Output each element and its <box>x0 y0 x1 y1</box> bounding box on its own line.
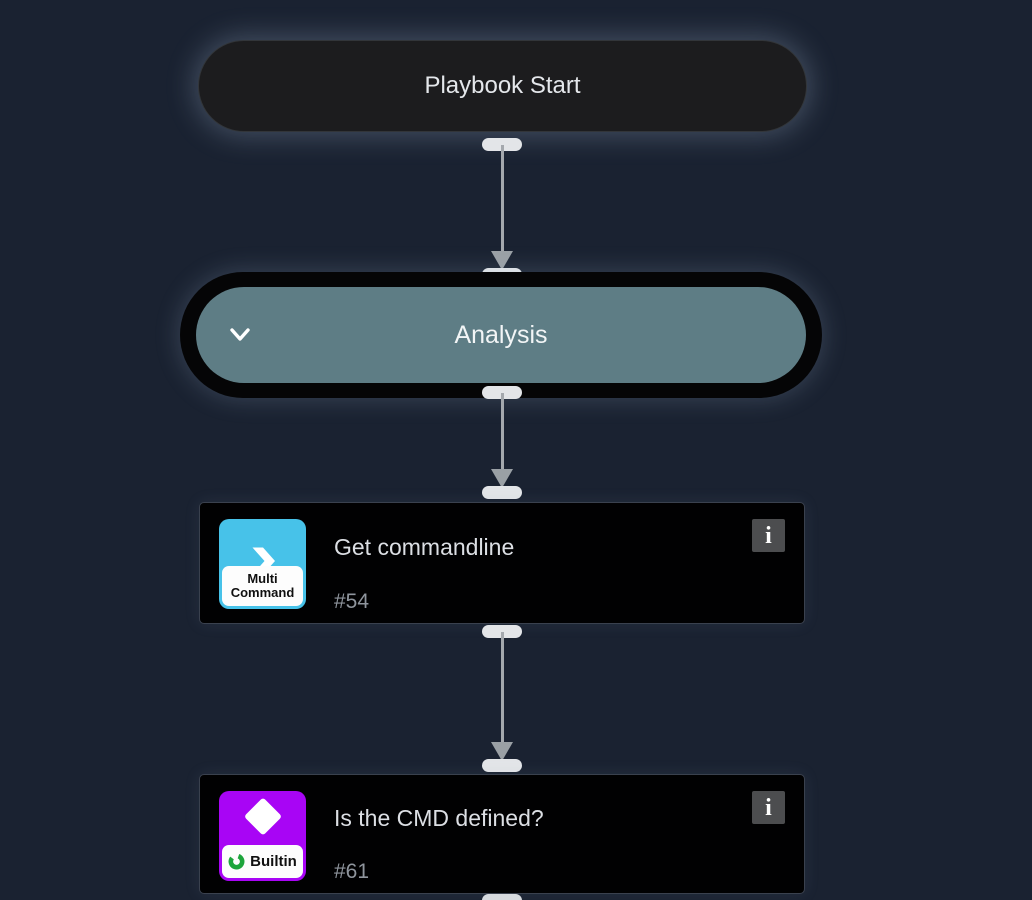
task-card-is-cmd-defined[interactable]: Builtin Is the CMD defined? #61 i <box>199 774 805 894</box>
builtin-icon: Builtin <box>219 791 306 881</box>
output-port[interactable] <box>482 894 522 900</box>
info-icon: i <box>765 522 772 549</box>
task-id: #61 <box>334 860 370 883</box>
connector-line <box>500 632 504 746</box>
builtin-logo-icon <box>228 853 245 870</box>
output-port[interactable] <box>482 386 522 399</box>
output-port[interactable] <box>482 138 522 151</box>
playbook-start-node[interactable]: Playbook Start <box>198 40 807 132</box>
task-info-button[interactable]: i <box>752 791 785 824</box>
icon-brand-badge: Multi Command <box>222 566 303 606</box>
badge-line: Builtin <box>250 853 297 870</box>
section-label: Analysis <box>454 320 548 349</box>
icon-brand-badge: Builtin <box>222 845 303 878</box>
input-port[interactable] <box>482 759 522 772</box>
connector-task-to-task <box>480 625 524 772</box>
badge-line: Command <box>230 585 295 600</box>
arrow-down-icon <box>491 742 513 761</box>
connector-line <box>500 145 504 255</box>
analysis-section-node[interactable]: Analysis <box>180 272 822 398</box>
arrow-down-icon <box>491 469 513 488</box>
analysis-section-body: Analysis <box>196 287 806 383</box>
connector-analysis-to-task <box>480 386 524 499</box>
arrow-down-icon <box>491 251 513 270</box>
connector-start-to-analysis <box>480 138 524 281</box>
chevron-down-icon[interactable] <box>228 327 252 343</box>
output-port[interactable] <box>482 625 522 638</box>
multi-command-icon: Multi Command <box>219 519 306 609</box>
info-icon: i <box>765 794 772 821</box>
task-id: #54 <box>334 590 370 613</box>
playbook-start-label: Playbook Start <box>424 72 581 99</box>
connector-line <box>500 393 504 473</box>
task-title: Is the CMD defined? <box>334 805 544 831</box>
badge-line: Multi <box>247 570 278 586</box>
task-info-button[interactable]: i <box>752 519 785 552</box>
task-card-get-commandline[interactable]: Multi Command Get commandline #54 i <box>199 502 805 624</box>
diamond-icon <box>243 797 282 836</box>
task-title: Get commandline <box>334 534 515 560</box>
input-port[interactable] <box>482 486 522 499</box>
